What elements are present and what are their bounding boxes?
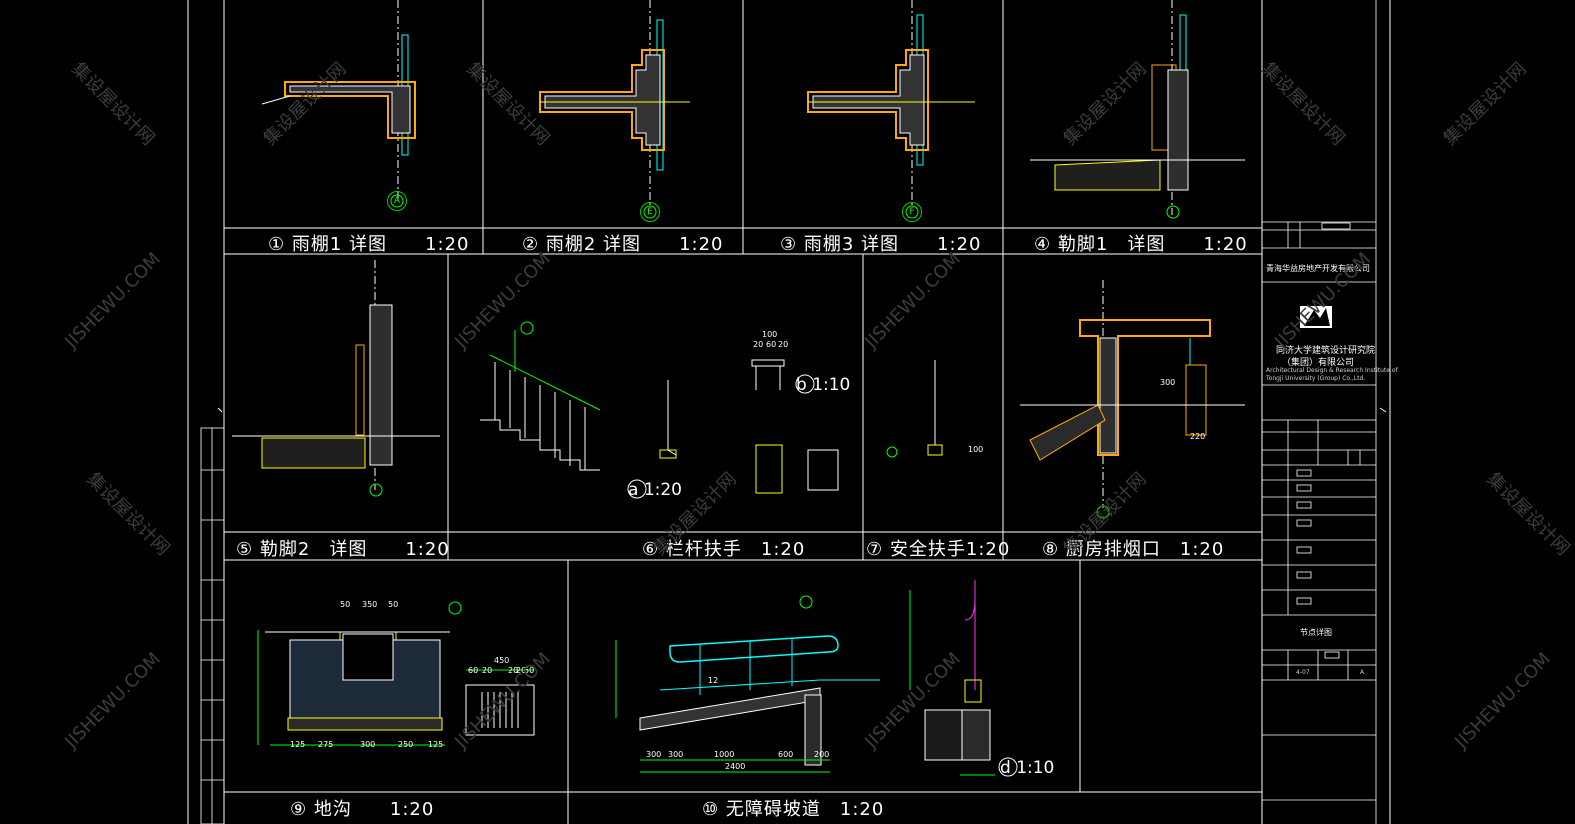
title-block-designer-en1: Architectural Design & Research Institut… [1266,367,1398,374]
detail-4-plinth-1 [1030,0,1245,219]
title-block-grid [1262,0,1377,824]
d9-dim-top-2: 350 [362,600,378,609]
revision-table [200,427,225,824]
detail-9-caption: ⑨ 地沟 1:20 [290,799,435,820]
detail-8-caption: ⑧ 厨房排烟口 1:20 [1042,539,1225,560]
d6b-dim-top: 100 [762,330,778,339]
title-block-designer-cn: 同济大学建筑设计研究院 [1276,346,1376,356]
d6b-dim-3: 20 [778,340,789,349]
d10-dim-4: 600 [778,750,794,759]
detail-2-canopy-2 [539,0,690,219]
detail-8-kitchen-exhaust [1020,280,1245,519]
detail-4-caption: ④ 勒脚1 详图 1:20 [1034,234,1248,255]
d10-dim-2: 300 [668,750,684,759]
d9-dim-bottom-2: 275 [318,740,334,749]
d8-dim-1: 300 [1160,378,1176,387]
sheet-frame [187,0,1391,824]
subdetail-b-scale: b 1:10 [796,375,851,395]
detail-7-safety-handrail [886,360,943,458]
d9-dim-top-1: 50 [340,600,351,609]
detail-9-trench [257,601,535,746]
detail-1-canopy-1 [261,0,416,208]
d7-dim: 100 [968,445,984,454]
d8-dim-2: 220 [1190,432,1206,441]
d9-grate-dim-2: 20 [482,666,493,675]
axis-bubble-e: E [640,202,660,222]
detail-5-plinth-2 [232,260,440,497]
d6b-dim-1: 20 [753,340,764,349]
d10-dim-3: 1000 [714,750,735,759]
d10-dim-total: 2400 [725,762,746,771]
d10-dim-5: 200 [814,750,830,759]
d9-grate-dim-4: 20 [516,666,527,675]
d9-dim-top-3: 50 [388,600,399,609]
title-block-drawing-title: 节点详图 [1300,628,1332,637]
subdetail-a-scale: a 1:20 [628,480,682,500]
d9-grate-dim-5: 50 [524,666,535,675]
d9-grate-width: 450 [494,656,510,665]
detail-10-caption: ⑩ 无障碍坡道 1:20 [702,799,885,820]
d9-dim-bottom-3: 300 [360,740,376,749]
d10-dim-1: 300 [646,750,662,759]
d6b-dim-2: 60 [766,340,777,349]
sheet-edge-marks [217,0,1551,824]
detail-3-caption: ③ 雨棚3 详图 1:20 [780,234,982,255]
d9-grate-dim-3: 20 [508,666,519,675]
title-block-client: 青海华益房地产开发有限公司 [1266,264,1370,273]
detail-10-accessible-ramp [615,580,1018,777]
designer-logo-icon [1300,306,1332,328]
d10-dim-mid: 12 [708,676,719,685]
title-block-designer-en2: Tongji University (Group) Co.,Ltd. [1266,375,1366,382]
d9-dim-bottom-5: 125 [428,740,444,749]
detail-1-caption: ① 雨棚1 详图 1:20 [268,234,470,255]
title-block-sheet-no: 4-07 [1296,669,1310,676]
axis-bubble-f: F [902,202,922,222]
detail-2-caption: ② 雨棚2 详图 1:20 [522,234,724,255]
subdetail-d-scale: d 1:10 [1000,758,1055,778]
d9-dim-bottom-4: 250 [398,740,414,749]
title-block-designer-cn2: （集团）有限公司 [1282,358,1355,368]
detail-3-canopy-3 [807,0,975,219]
detail-6-railing [480,321,839,499]
detail-5-caption: ⑤ 勒脚2 详图 1:20 [236,539,450,560]
detail-6-caption: ⑥ 栏杆扶手 1:20 [642,539,806,560]
title-block-rev: A [1360,669,1365,676]
detail-7-caption: ⑦ 安全扶手1:20 [866,539,1011,560]
d9-dim-bottom-1: 125 [290,740,306,749]
axis-bubble-a: A [387,191,407,211]
d9-grate-dim-1: 60 [468,666,479,675]
